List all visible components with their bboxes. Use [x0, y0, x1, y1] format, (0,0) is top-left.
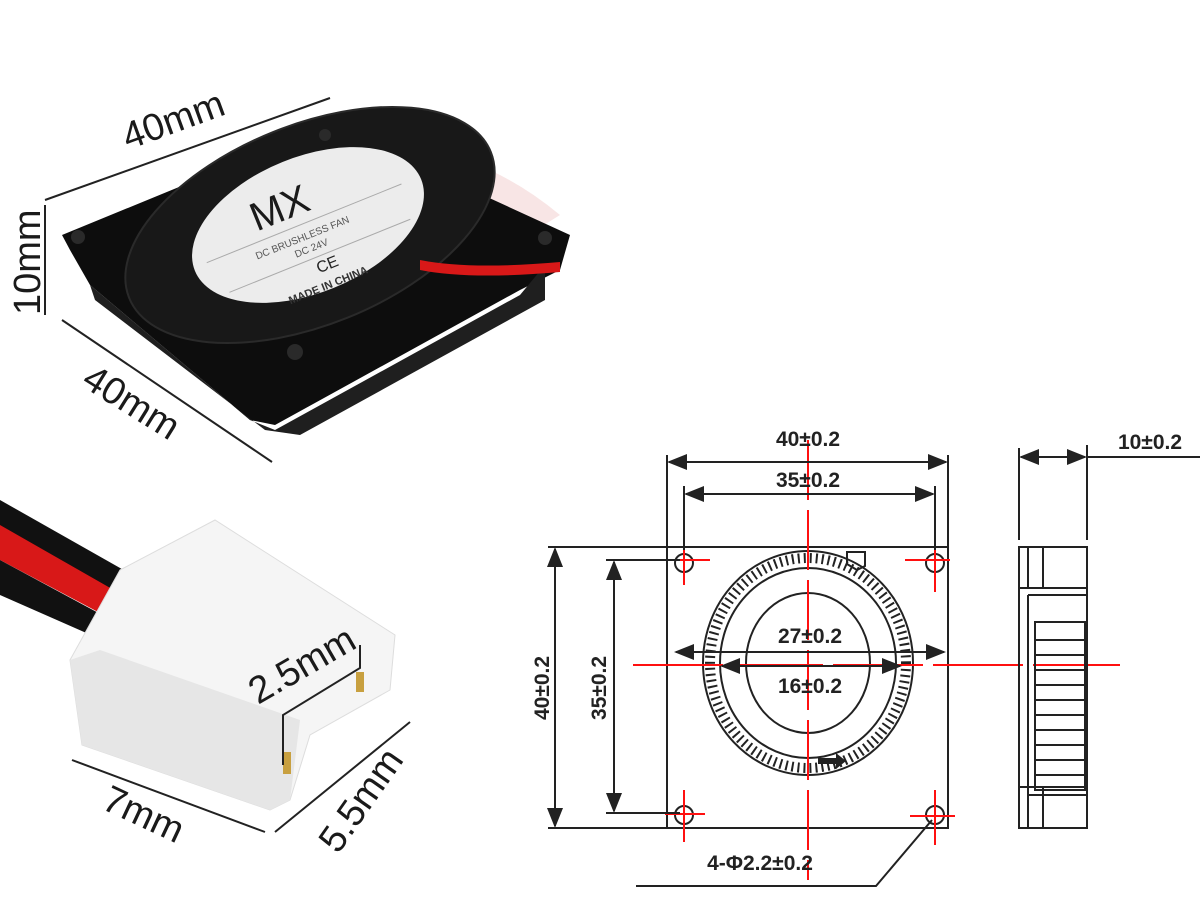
connector-width-label: 7mm [96, 778, 190, 852]
thickness-dimension: 10±0.2 [1118, 431, 1182, 454]
front-view-drawing: 40±0.2 35±0.2 40±0.2 35±0.2 27±0.2 16±0.… [531, 428, 1120, 887]
overall-width-dimension: 40±0.2 [776, 428, 840, 451]
mounting-holes-dimension: 4-Φ2.2±0.2 [707, 852, 813, 875]
inner-diameter-dimension: 16±0.2 [778, 675, 842, 698]
connector-depth-label: 5.5mm [311, 741, 412, 860]
hole-spacing-y-dimension: 35±0.2 [588, 656, 611, 720]
outer-diameter-dimension: 27±0.2 [778, 625, 842, 648]
hole-spacing-x-dimension: 35±0.2 [776, 469, 840, 492]
fan-width-label: 40mm [75, 357, 187, 449]
overall-height-dimension: 40±0.2 [531, 656, 554, 720]
fan-photo: MX DC BRUSHLESS FAN DC 24V CE MADE IN CH… [62, 105, 570, 435]
side-view-drawing: 10±0.2 [1018, 431, 1200, 829]
fan-label-sticker [192, 147, 424, 303]
connector-photo: 2.5mm 7mm 5.5mm [0, 500, 412, 860]
fan-length-label: 40mm [117, 83, 231, 159]
fan-height-label: 10mm [7, 209, 49, 315]
